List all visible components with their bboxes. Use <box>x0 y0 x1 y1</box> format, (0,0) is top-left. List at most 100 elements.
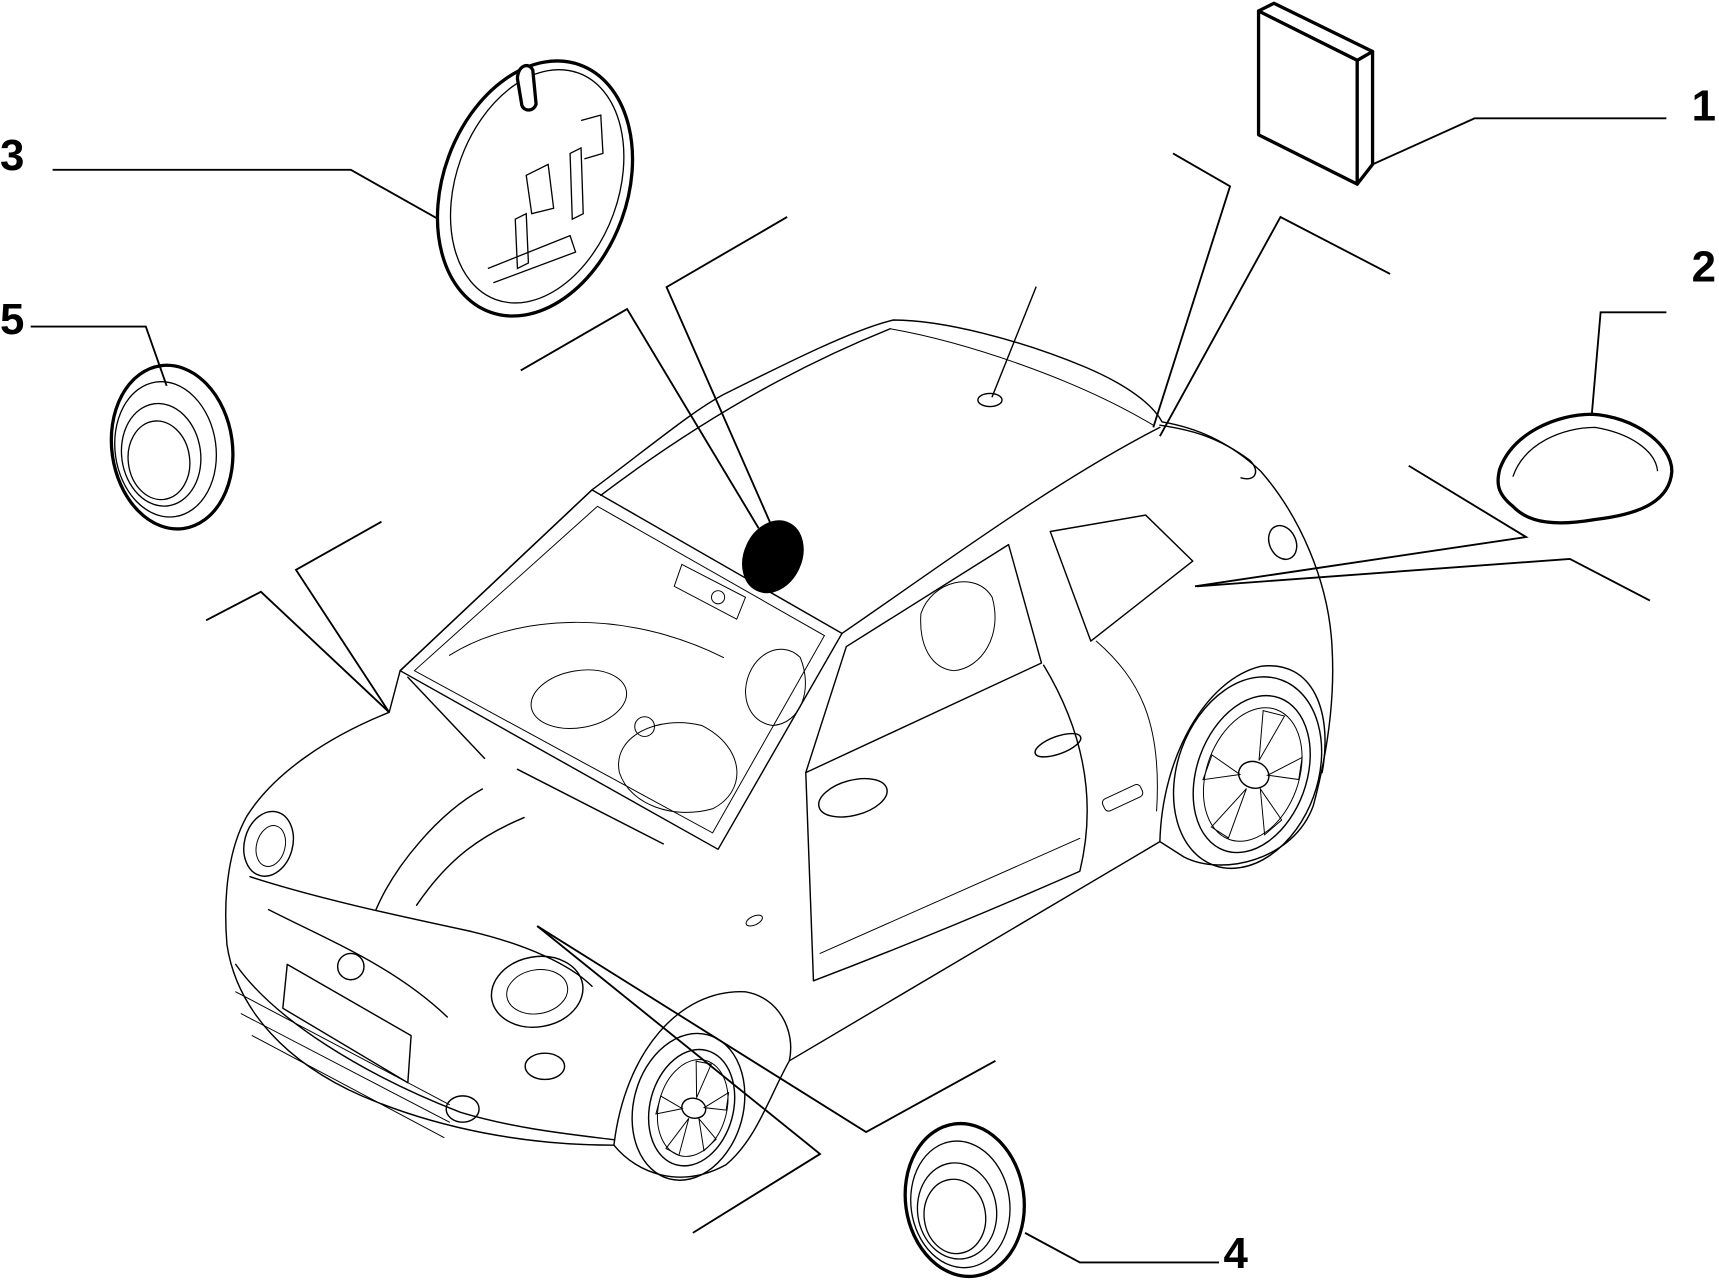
roof-left-rail <box>600 328 891 497</box>
part-3-inner-rim <box>449 69 625 304</box>
part-2-mirror-cap <box>1496 412 1674 525</box>
rear-spoke-4 <box>1210 788 1247 839</box>
leader-1 <box>1372 117 1667 166</box>
callout-label-1: 1 <box>1692 82 1716 131</box>
hood-crease-1 <box>375 788 484 911</box>
front-bumper-lower <box>234 963 615 1141</box>
rear-seat <box>920 581 996 672</box>
fog-light-right <box>524 1052 566 1081</box>
pointer-roof-b <box>1159 215 1391 437</box>
part-3-rib-2 <box>569 146 584 221</box>
front-rim <box>647 1048 736 1167</box>
front-tire <box>631 1032 746 1181</box>
front-seat-left <box>618 722 738 813</box>
part-4-ring-1 <box>910 1140 1011 1269</box>
windshield-inner-frame <box>413 505 826 834</box>
part-4-round-plug <box>903 1121 1026 1279</box>
part-5-ring-1 <box>114 381 218 518</box>
headlight-left <box>243 810 295 877</box>
roof-right-rail <box>841 426 1161 635</box>
wiper-left <box>407 676 486 760</box>
leader-5 <box>30 325 168 387</box>
rear-wheel-arch <box>1159 665 1326 843</box>
part-5-ring-3 <box>127 420 191 501</box>
brand-logo <box>336 952 365 981</box>
rear-spoke-5 <box>1202 754 1242 781</box>
c-pillar-line <box>1095 640 1158 812</box>
rear-view-mirror <box>673 563 747 620</box>
pointer-hood-a <box>205 590 390 714</box>
pointer-front-a <box>536 925 996 1134</box>
front-hub <box>681 1097 707 1120</box>
side-crease <box>819 837 1081 954</box>
part-5-outline <box>109 363 235 531</box>
rear-spoke-2 <box>1266 756 1303 781</box>
location-marker <box>742 520 804 594</box>
rear-rim-inner <box>1202 707 1303 842</box>
front-rim-inner <box>656 1059 729 1157</box>
headlight-right <box>490 955 584 1028</box>
pointer-windshield-b <box>665 216 788 525</box>
part-3-oval-cover <box>435 59 635 318</box>
callout-label-4: 4 <box>1223 1229 1248 1278</box>
pointer-hood-b <box>294 520 390 713</box>
leader-2 <box>1590 311 1667 415</box>
part-5-ring-2 <box>120 402 202 507</box>
rear-wheel <box>1172 676 1323 870</box>
pointer-front-b <box>536 925 822 1234</box>
grille-bar-2 <box>240 1013 450 1123</box>
part-3-base-plate <box>487 234 577 284</box>
gear-knob <box>634 716 655 737</box>
rear-quarter-window <box>1049 514 1194 642</box>
part-1-box <box>1256 1 1375 186</box>
headlight-right-inner <box>506 969 569 1015</box>
part-2-inner-edge <box>1512 426 1659 477</box>
roof-panel-line <box>889 328 1154 426</box>
part-3-outline <box>435 59 635 318</box>
front-spoke-2 <box>702 1091 730 1111</box>
front-spoke-1 <box>695 1060 712 1098</box>
rear-spoke-1 <box>1258 710 1286 761</box>
callout-label-2: 2 <box>1692 243 1716 292</box>
part-4-ring-3 <box>923 1178 987 1255</box>
front-door-window <box>805 543 1043 774</box>
grille-bar-1 <box>235 991 450 1106</box>
rear-hub <box>1237 760 1270 789</box>
antenna-mast <box>991 286 1037 398</box>
rear-spoiler <box>1159 424 1257 480</box>
part-3-rib-1 <box>525 163 555 215</box>
part-3-rib-4 <box>580 114 604 160</box>
headlight-left-inner <box>255 825 287 867</box>
rear-spoke-3 <box>1259 787 1283 836</box>
door-handle <box>1034 732 1082 758</box>
part-3-tab <box>515 63 538 112</box>
side-badge <box>1101 783 1144 812</box>
mirror-sensor <box>711 590 726 605</box>
door-panel <box>805 664 1088 982</box>
part-4-outline <box>903 1121 1026 1279</box>
front-wheel-arch <box>613 991 792 1146</box>
hood-crease-2 <box>415 816 525 906</box>
pointer-windshield-a <box>520 307 760 529</box>
front-spoke-3 <box>698 1117 717 1152</box>
pointer-side-a <box>1194 464 1529 588</box>
leader-4 <box>1024 1232 1220 1264</box>
steering-wheel <box>530 669 628 729</box>
leader-3 <box>52 168 439 220</box>
antenna-base <box>977 392 1003 408</box>
front-spoke-4 <box>665 1117 690 1157</box>
rear-light <box>1267 524 1298 561</box>
rear-rim <box>1192 694 1311 854</box>
hood-front-edge <box>249 876 593 988</box>
windshield <box>399 489 843 851</box>
part-1-side-face <box>1355 49 1375 186</box>
side-indicator <box>745 914 763 927</box>
wiper-right <box>516 768 664 845</box>
part-4-ring-2 <box>916 1162 998 1260</box>
callout-label-3: 3 <box>0 131 24 180</box>
pointer-side-b <box>1197 557 1651 602</box>
moustache-trim <box>267 908 449 1018</box>
front-wheel <box>631 1032 746 1181</box>
front-spoke-5 <box>655 1095 684 1115</box>
